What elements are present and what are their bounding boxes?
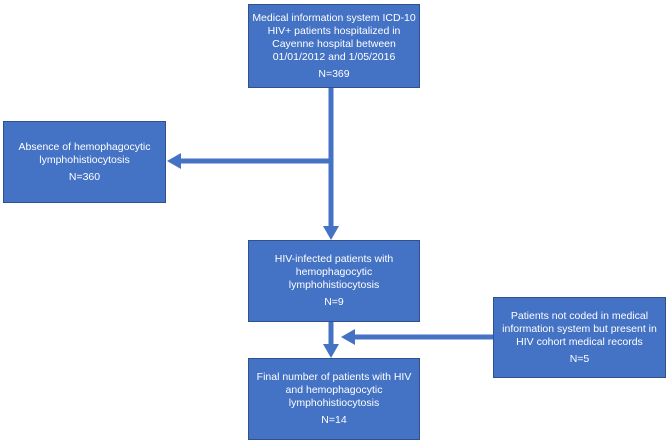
box-text-line: information system but present in xyxy=(502,322,657,335)
box-text-line: Absence of hemophagocytic xyxy=(18,140,151,153)
box-text-line: lymphohistiocytosis xyxy=(288,279,380,291)
box-count: N=14 xyxy=(321,414,347,426)
arrow-head-final xyxy=(323,344,339,358)
box-text-line: Cayenne hospital between xyxy=(272,37,396,50)
box-count: N=360 xyxy=(68,170,101,183)
box-count: N=9 xyxy=(324,296,344,308)
box-text-line: lymphohistiocytosis xyxy=(39,153,130,166)
box-text-line: hemophagocytic xyxy=(295,266,373,278)
box-text-line: Medical information system ICD-10 xyxy=(252,11,416,24)
box-text-line: lymphohistiocytosis xyxy=(288,397,380,409)
box-text-line: Final number of patients with HIV xyxy=(256,371,412,383)
arrow-head-hlh xyxy=(323,226,339,240)
box-count: N=5 xyxy=(569,352,590,365)
box-text-line: HIV cohort medical records xyxy=(516,335,643,348)
source-population-box: Medical information system ICD-10 HIV+ p… xyxy=(248,4,420,88)
arrow-head-merge xyxy=(341,329,355,345)
box-text-line: Patients not coded in medical xyxy=(510,309,649,322)
box-count: N=369 xyxy=(318,67,350,80)
added-patients-box: Patients not coded in medical informatio… xyxy=(493,297,666,378)
arrow-head-excluded xyxy=(167,153,181,169)
box-text-line: and hemophagocytic xyxy=(285,384,383,396)
excluded-box: Absence of hemophagocytic lymphohistiocy… xyxy=(3,121,166,203)
box-text-line: HIV-infected patients with xyxy=(274,253,394,265)
box-text-line: HIV+ patients hospitalized in xyxy=(267,24,401,37)
hlh-patients-box: HIV-infected patients with hemophagocyti… xyxy=(248,240,420,322)
box-text-line: 01/01/2012 and 1/05/2016 xyxy=(272,50,396,63)
final-count-box: Final number of patients with HIV and he… xyxy=(248,358,420,440)
